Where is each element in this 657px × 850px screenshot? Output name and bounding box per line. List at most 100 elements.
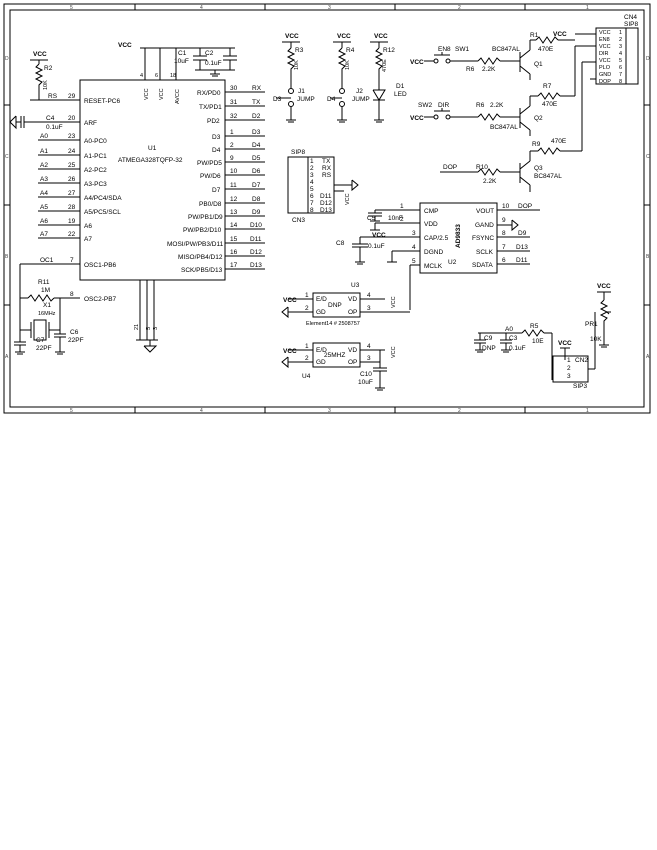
cn4-type: SIP8 [624,21,638,28]
c6-ref: C6 [70,329,79,336]
cn3-pin-5: 5 [310,186,314,193]
u1-pin-name-d6: PW/D6 [200,173,221,180]
u1-pin-29: 29 [68,93,76,100]
cn4-net-2: EN8 [599,37,610,43]
u3-pin-4: 4 [367,292,371,299]
u4-pin-1: 1 [305,343,309,350]
c5-ref: C5 [367,215,376,222]
u2-pin-name-vdd: VDD [424,221,438,228]
u1-pin-name-a7: A7 [84,236,92,243]
r10-value: 2.2K [483,178,497,185]
u2-part: AD9833 [455,224,462,248]
cn3-pin-2: 2 [310,165,314,172]
u1-net-d12: D12 [250,249,262,256]
u2-ad9833: AD9833 U2 1 CMP 2 VDD 3 CAP/2.5 4 DGND 5… [336,202,540,310]
net-a0: A0 [505,326,513,333]
u3-pin-name-op: OP [348,309,357,316]
u3-pin-3: 3 [367,305,371,312]
u4-ref: U4 [302,373,311,380]
u3-vcc-label: VCC [283,297,297,304]
cn4-pin-2: 2 [619,37,622,43]
frame-row-a-right: A [646,354,650,360]
c10-ref: C10 [360,371,372,378]
u1-top-label-avcc: AVCC [175,89,181,104]
u1-pin-name-a4: A4/PC4/SDA [84,195,122,202]
u2-vdd-vcc-label: VCC [372,232,386,239]
cn4-net-5: VCC [599,58,611,64]
cn3-pin-3: 3 [310,172,314,179]
u1-top-label-vcc1: VCC [144,88,150,100]
r2-ref: R2 [44,65,53,72]
u1-net-rs: RS [48,93,58,100]
cn4-pin-8: 8 [619,79,622,85]
cn3-pin-8: 8 [310,207,314,214]
r6a-ref: R6 [466,66,475,73]
frame-row-b-right: B [646,254,650,260]
r7-ref: R7 [543,83,552,90]
u2-net-d11: D11 [516,257,528,264]
crystal-oscillator: R11 1M X1 16MHz C7 22PF C6 22PF [14,263,84,355]
frame-row-d-right: D [646,56,650,62]
u1-pin-name-a6: A6 [84,223,92,230]
u4-pin-2: 2 [305,355,309,362]
u1-pin-name-pd2: PD2 [207,118,220,125]
u1-net-a7: A7 [40,231,48,238]
u3-oscillator: U3 VCC 1 E/D 2 GD VD 4 OP 3 DNP Element1… [281,282,410,327]
frame-row-c-right: C [646,154,650,160]
u2-pin-3: 3 [412,230,416,237]
u1-pin-7: 7 [70,257,74,264]
u1-pin-name-reset: RESET-PC6 [84,98,121,105]
r12-vcc-label: VCC [374,33,388,40]
r9-ref: R9 [532,141,541,148]
u3-ref: U3 [351,282,360,289]
u1-pin-31: 31 [230,99,238,106]
u1-pin-name-rx: RX/PD0 [197,90,221,97]
r4-ref: R4 [346,47,355,54]
u4-pin-name-gd: GD [316,359,326,366]
u1-pin-name-d3: D3 [212,134,221,141]
u1-vcc-label: VCC [118,42,132,49]
u1-pin-name-a2: A2-PC2 [84,167,107,174]
u1-pin-name-d4: D4 [212,147,221,154]
u1-net-d9: D9 [252,209,261,216]
u1-pin-15: 15 [230,236,238,243]
u1-pin-13: 13 [230,209,238,216]
cn4-ref: CN4 [624,14,637,21]
cn3-pin-7: 7 [310,200,314,207]
j2-value: JUMP [352,96,370,103]
q3-value: BC847AL [534,173,562,180]
u1-net-d10: D10 [250,222,262,229]
r6b-value: 2.2K [490,102,504,109]
j1-net: D3 [273,96,282,103]
c7-ref: C7 [36,337,45,344]
r3-value: 10K [294,60,300,70]
frame-col-5-bottom: 5 [70,408,73,414]
frame-col-2: 2 [458,5,461,11]
cn2-pin-3: 3 [567,373,571,380]
u1-pin-32: 32 [230,113,238,120]
cn4-pin-5: 5 [619,58,622,64]
frame-row-a: A [5,354,9,360]
cn4-connector: CN4 SIP8 VCC 1 EN8 2 VCC 3 DIR 4 VCC 5 P… [575,14,639,85]
u1-pin-16: 16 [230,249,238,256]
c9-ref: C9 [484,335,493,342]
cn3-net-d13: D13 [320,207,332,214]
d1-value: LED [394,91,407,98]
r4-value: 10K [345,60,351,70]
u1-pin-1: 1 [230,129,234,136]
frame-col-1: 1 [586,5,589,11]
u1-pin-28: 28 [68,204,76,211]
u4-pin-4: 4 [367,343,371,350]
sw2-vcc-label: VCC [410,115,424,122]
drawing-frame: 5 4 3 2 1 5 4 3 2 1 D C B A D C B A [3,3,651,414]
cn3-ref: CN3 [292,217,305,224]
u1-pin-name-a5: A5/PC5/SCL [84,209,121,216]
c9-value: DNP [482,345,496,352]
cn3-vcc-label: VCC [345,193,351,205]
cn3-pin-6: 6 [310,193,314,200]
r5-ref: R5 [530,323,539,330]
u1-pin-name-d10: PW/PB2/D10 [183,227,222,234]
r2-value: 10K [43,80,49,90]
u2-pin-name-gand: GAND [475,222,494,229]
u1-net-a5: A5 [40,204,48,211]
